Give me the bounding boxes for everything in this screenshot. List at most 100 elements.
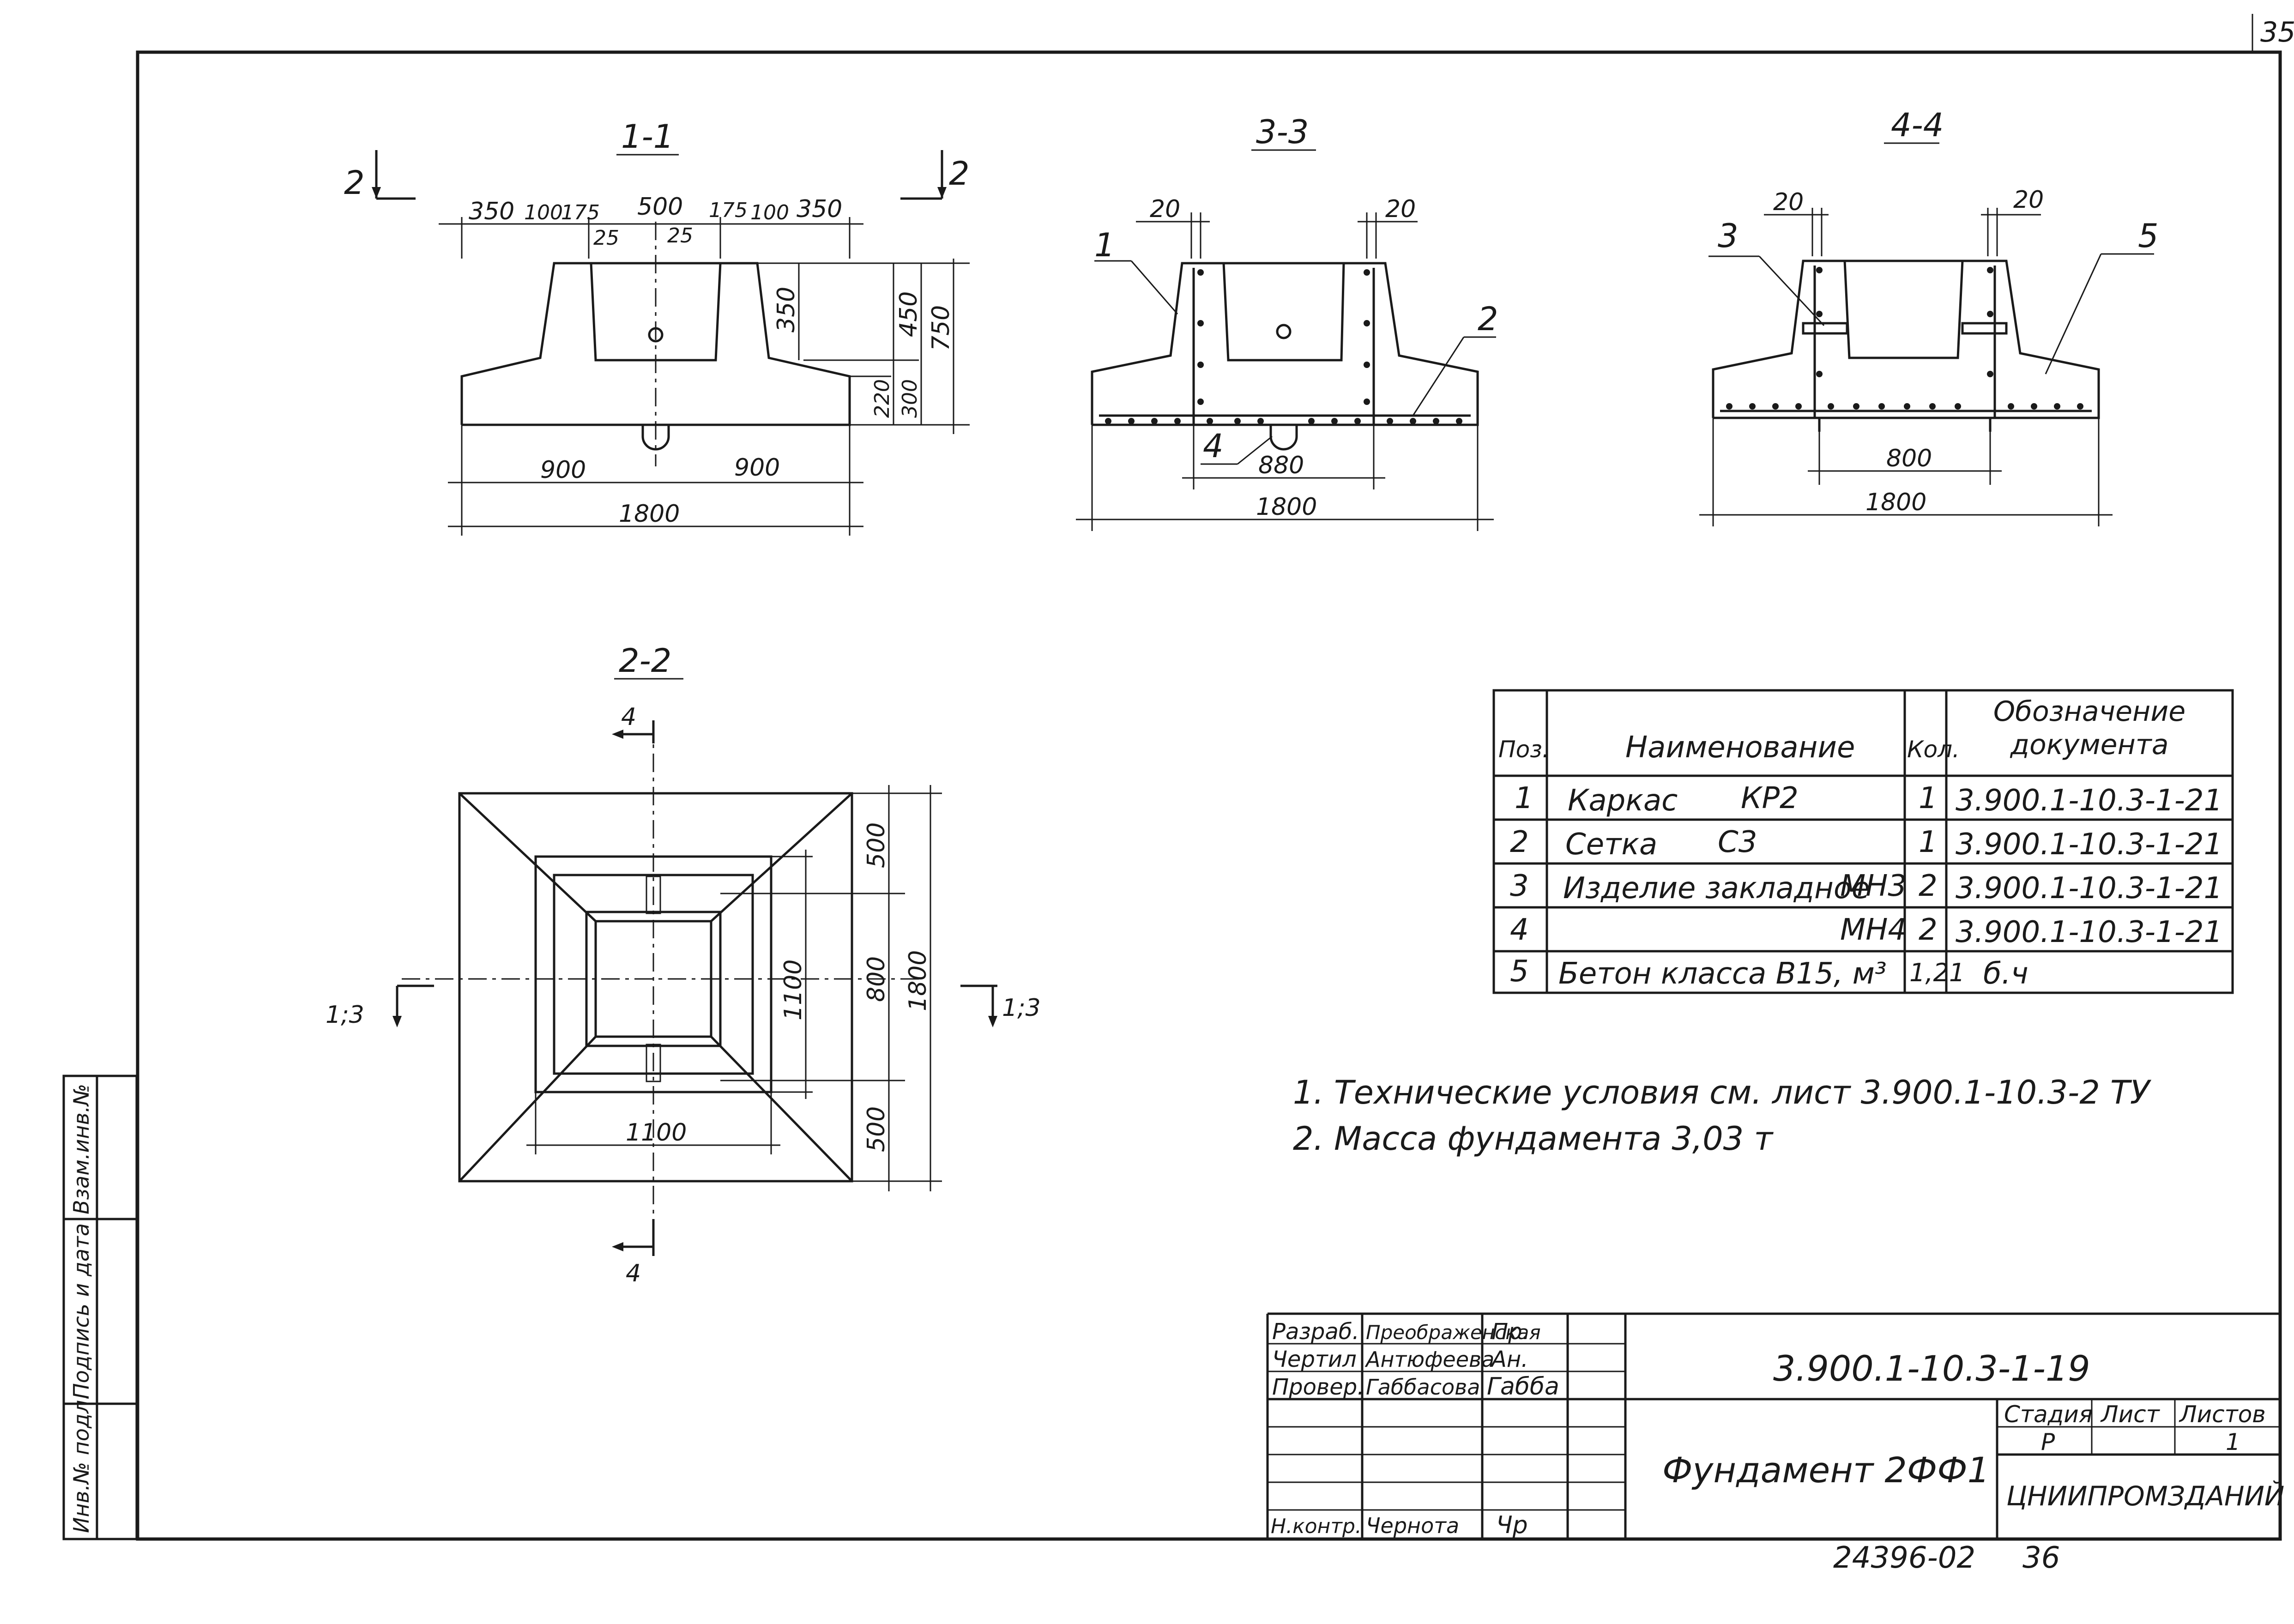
- cut-13-left: 1;3: [326, 1001, 364, 1029]
- name-razrab: Преображенская: [1366, 1321, 1541, 1344]
- dim-1800-44: 1800: [1865, 489, 1926, 516]
- pos-4-label: 4: [1203, 427, 1224, 465]
- section-1-1: 1-1 2 2 350 100 175 500 175 100 350 25 2…: [344, 118, 970, 536]
- row2-qty: 1: [1919, 825, 1938, 859]
- dim-500-top: 500: [863, 822, 890, 868]
- row1-name: Каркас: [1568, 784, 1678, 818]
- row1-pos: 1: [1515, 781, 1533, 815]
- row3-doc: 3.900.1-10.3-1-21: [1956, 871, 2222, 906]
- row4-pos: 4: [1510, 913, 1529, 947]
- dim-1800-33: 1800: [1256, 493, 1317, 521]
- th-pos: Поз.: [1498, 736, 1550, 763]
- th-qty: Кол.: [1907, 736, 1960, 763]
- row2-pos: 2: [1510, 825, 1529, 859]
- cut-4-bottom: 4: [626, 1260, 641, 1287]
- cut-13-right: 1;3: [1002, 994, 1041, 1022]
- dim-900-left: 900: [540, 456, 586, 484]
- sheet-label: Лист: [2100, 1401, 2161, 1428]
- dim-1100-v: 1100: [779, 960, 807, 1020]
- row3-pos: 3: [1510, 869, 1529, 903]
- row4-doc: 3.900.1-10.3-1-21: [1956, 915, 2222, 949]
- row5-name: Бетон класса В15, м³: [1558, 957, 1887, 991]
- section-2-2-title: 2-2: [619, 642, 671, 680]
- dim-450-v: 450: [895, 291, 923, 337]
- stage-value: Р: [2041, 1429, 2055, 1455]
- dim-350-right: 350: [797, 195, 842, 223]
- row2-doc: 3.900.1-10.3-1-21: [1956, 827, 2222, 862]
- dim-1100-h: 1100: [626, 1119, 687, 1147]
- row4-qty: 2: [1919, 913, 1938, 947]
- dim-900-right: 900: [734, 454, 780, 482]
- section-2-2: 2-2 4 4 1;3 1;3: [326, 642, 1041, 1287]
- dim-25-a: 25: [593, 226, 619, 250]
- sign-prover: Габба: [1487, 1373, 1559, 1401]
- dim-20-d: 20: [2013, 186, 2044, 214]
- section-3-3: 3-3 20 20 1 2 4 880: [1076, 113, 1498, 531]
- title-block: Разраб. Преображенская Пр. Чертил Антюфе…: [1266, 1312, 2284, 1539]
- dim-220-v: 220: [870, 379, 894, 418]
- sheets-label: Листов: [2179, 1401, 2266, 1428]
- name-chertil: Антюфеева: [1364, 1347, 1494, 1372]
- doc-code: 3.900.1-10.3-1-19: [1773, 1348, 2090, 1389]
- cut-4-top: 4: [621, 703, 636, 731]
- dim-1800: 1800: [619, 500, 680, 528]
- dim-350-left: 350: [469, 198, 514, 225]
- dim-175-right: 175: [709, 199, 748, 222]
- stamp-replace: Взам.инв.№: [69, 1084, 94, 1214]
- pos-2-label: 2: [1478, 300, 1498, 338]
- sheet-frame: [136, 50, 2282, 1541]
- section-4-4: 4-4 20 20 3 5 800: [1699, 106, 2159, 526]
- pos-3-label: 3: [1718, 217, 1739, 255]
- row1-mark: КР2: [1741, 781, 1799, 815]
- dim-500-bottom: 500: [863, 1106, 890, 1152]
- role-nkontr: Н.контр.: [1271, 1515, 1362, 1538]
- row3-name: Изделие закладное: [1563, 871, 1870, 906]
- row5-qty: 1,21: [1909, 958, 1965, 987]
- section-3-3-title: 3-3: [1256, 113, 1309, 151]
- dim-20-a: 20: [1150, 195, 1180, 223]
- th-name: Наименование: [1625, 730, 1855, 765]
- dim-750-v: 750: [927, 305, 955, 351]
- role-razrab: Разраб.: [1272, 1319, 1359, 1345]
- dim-100-right: 100: [750, 201, 789, 224]
- dim-100-left: 100: [524, 201, 563, 224]
- stamp-sign: Подпись и дата: [69, 1223, 94, 1399]
- notes: 1. Технические условия см. лист 3.900.1-…: [1293, 1074, 2152, 1158]
- name-nkontr: Чернота: [1366, 1513, 1459, 1538]
- row5-pos: 5: [1510, 954, 1529, 989]
- org-name: ЦНИИПРОМЗДАНИЙ: [2006, 1480, 2284, 1512]
- stamp-inv: Инв.№ подл.: [69, 1393, 94, 1533]
- dim-880: 880: [1258, 452, 1304, 479]
- row1-doc: 3.900.1-10.3-1-21: [1956, 784, 2222, 818]
- pos-5-label: 5: [2138, 217, 2159, 255]
- sheets-value: 1: [2226, 1429, 2240, 1455]
- dim-25-b: 25: [667, 224, 693, 248]
- row4-mark: МН4: [1840, 913, 1907, 947]
- dim-20-b: 20: [1385, 195, 1416, 223]
- note-1: 1. Технические условия см. лист 3.900.1-…: [1293, 1074, 2152, 1111]
- dim-1800-v: 1800: [904, 950, 932, 1011]
- row5-doc: б.ч: [1983, 957, 2028, 991]
- dim-175-left: 175: [561, 201, 600, 224]
- sign-razrab: Пр.: [1491, 1319, 1529, 1345]
- dim-800-44: 800: [1886, 445, 1932, 472]
- row2-name: Сетка: [1565, 827, 1657, 862]
- dim-300-v: 300: [898, 379, 922, 418]
- bottom-code: 24396-02: [1833, 1541, 1975, 1575]
- role-prover: Провер.: [1272, 1374, 1364, 1400]
- note-2: 2. Масса фундамента 3,03 т: [1293, 1120, 1774, 1158]
- spec-table: Поз. Наименование Кол. Обозначение докум…: [1492, 689, 2234, 994]
- drawing-name: Фундамент 2ФФ1: [1662, 1449, 1990, 1491]
- role-chertil: Чертил: [1272, 1346, 1357, 1372]
- bottom-num: 36: [2022, 1541, 2060, 1575]
- section-4-4-title: 4-4: [1891, 106, 1944, 144]
- sign-nkontr: Чр: [1496, 1511, 1528, 1539]
- sign-chertil: Ан.: [1490, 1346, 1528, 1372]
- section-1-1-title: 1-1: [621, 118, 674, 156]
- pos-1-label: 1: [1094, 226, 1115, 264]
- th-doc: Обозначение документа: [1993, 695, 2186, 761]
- stage-label: Стадия: [2004, 1401, 2093, 1428]
- dim-800-plan: 800: [863, 956, 890, 1002]
- dim-500: 500: [637, 193, 683, 221]
